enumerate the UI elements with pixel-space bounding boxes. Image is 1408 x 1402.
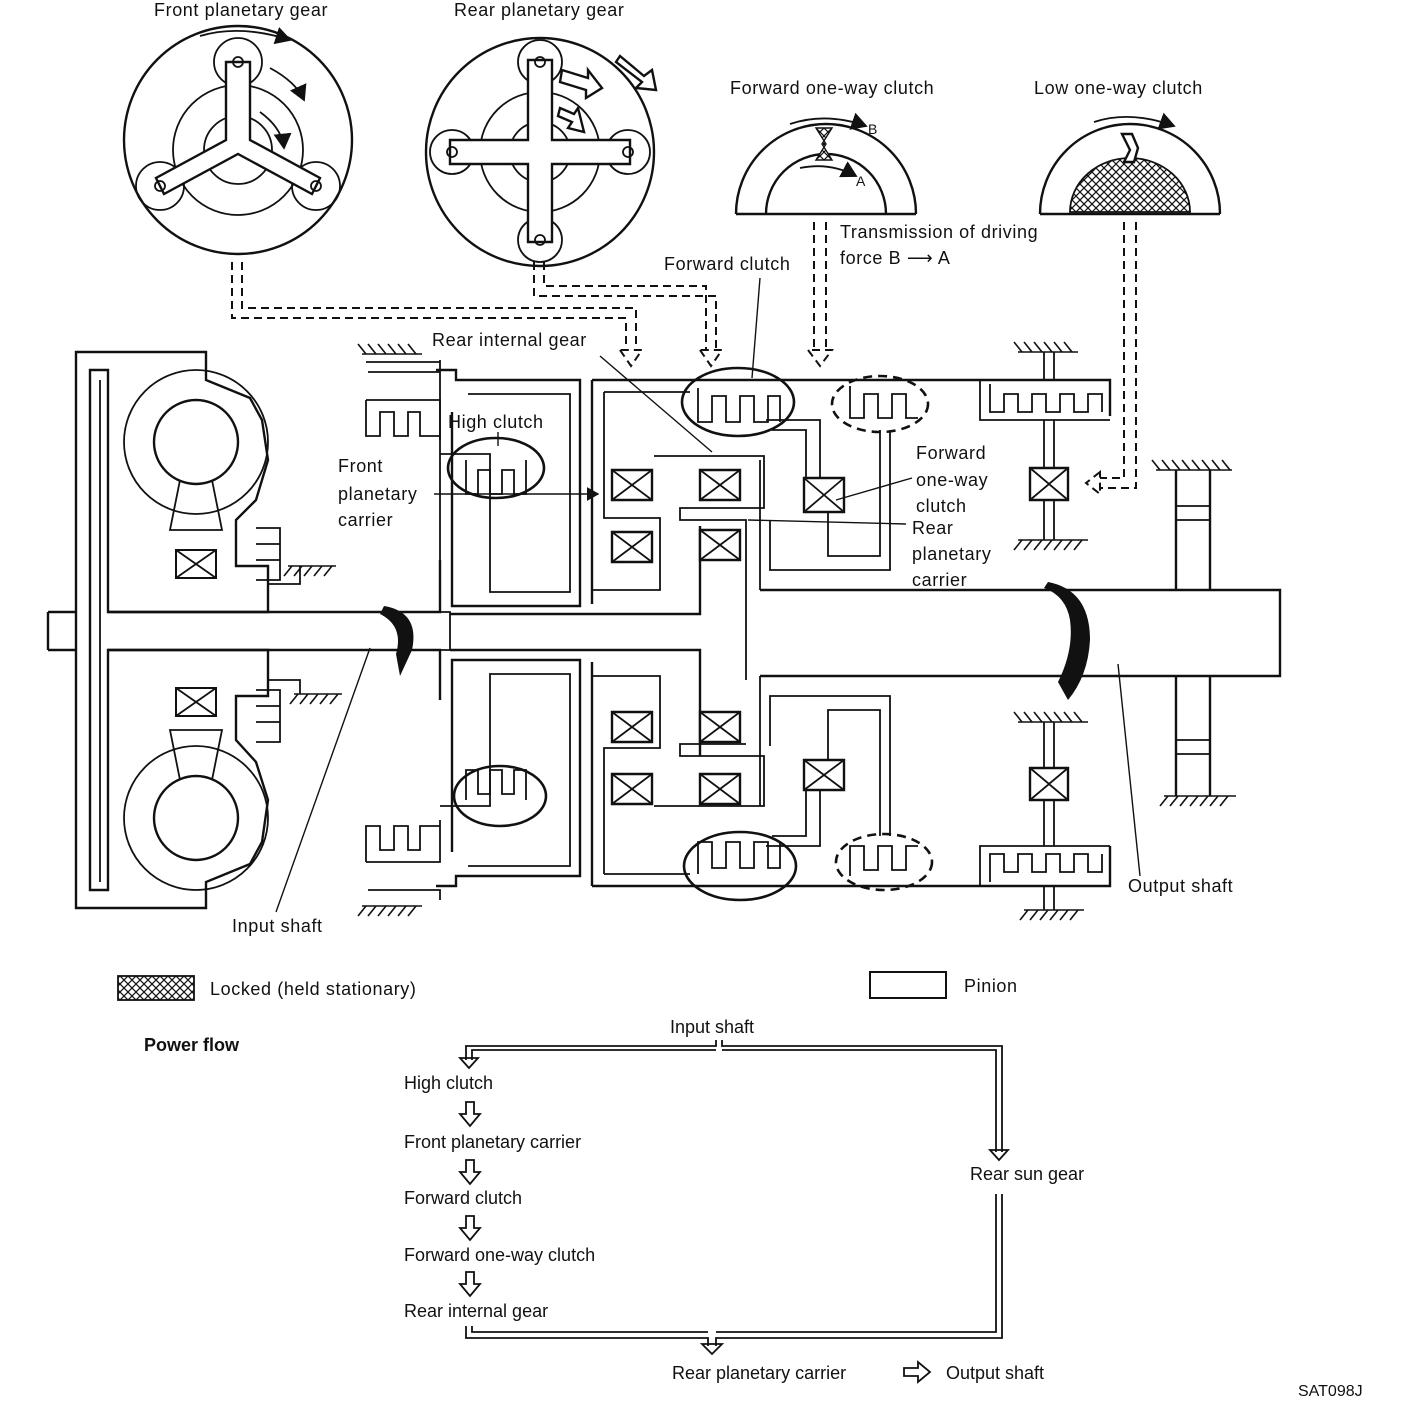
label-forward-owc-side-3: clutch xyxy=(916,496,967,516)
label-forward-clutch: Forward clutch xyxy=(664,254,790,274)
legend-pinion-label: Pinion xyxy=(964,976,1018,996)
locked-swatch xyxy=(117,975,195,1001)
power-flow-input: Input shaft xyxy=(670,1017,754,1037)
flow-arrow-icon xyxy=(458,1159,482,1186)
low-one-way-clutch-detail-icon xyxy=(1038,112,1222,216)
gear-train-lower xyxy=(365,658,1112,910)
rear-planetary-gear-icon xyxy=(424,36,658,268)
forward-one-way-clutch-detail-icon xyxy=(734,112,918,216)
label-front-planetary-carrier-1: Front xyxy=(338,456,383,476)
flow-arrow-icon xyxy=(458,1215,482,1242)
label-front-planetary-carrier-2: planetary xyxy=(338,484,417,504)
label-rear-internal-gear: Rear internal gear xyxy=(432,330,587,350)
label-point-b: B xyxy=(868,121,878,137)
diagram-labels: Front planetary gear Rear planetary gear… xyxy=(154,0,1233,936)
label-rear-planetary-carrier-1: Rear xyxy=(912,518,953,538)
power-flow-title: Power flow xyxy=(144,1035,240,1055)
power-flow-step-1: High clutch xyxy=(404,1073,493,1093)
power-flow-step-5: Rear internal gear xyxy=(404,1301,548,1321)
main-shafts xyxy=(46,470,1282,796)
power-flow-step-4: Forward one-way clutch xyxy=(404,1245,595,1265)
label-low-one-way-clutch: Low one-way clutch xyxy=(1034,78,1203,98)
power-flow-right-step: Rear sun gear xyxy=(970,1164,1084,1184)
figure-code: SAT098J xyxy=(1298,1383,1363,1400)
label-rear-planetary-gear: Rear planetary gear xyxy=(454,0,625,20)
legend: Locked (held stationary) Pinion xyxy=(117,971,1018,1001)
label-input-shaft: Input shaft xyxy=(232,916,323,936)
label-rear-planetary-carrier-3: carrier xyxy=(912,570,967,590)
label-rear-planetary-carrier-2: planetary xyxy=(912,544,991,564)
legend-locked-label: Locked (held stationary) xyxy=(210,979,417,999)
gear-train-upper xyxy=(365,352,1112,680)
torque-converter xyxy=(74,350,301,910)
clutch-packs xyxy=(465,386,918,876)
label-leaders xyxy=(275,277,1141,913)
label-transmission-line1: Transmission of driving xyxy=(840,222,1038,242)
label-point-a: A xyxy=(856,173,866,189)
rotation-arrows xyxy=(380,582,1090,700)
clutch-highlights xyxy=(446,366,934,902)
power-flow-step-3: Forward clutch xyxy=(404,1188,522,1208)
ground-symbols xyxy=(283,341,1236,921)
flow-arrow-icon xyxy=(458,1271,482,1298)
power-flow: Power flow Input shaft High clutch Front… xyxy=(144,1017,1084,1384)
label-forward-owc-side-2: one-way xyxy=(916,470,988,490)
label-output-shaft: Output shaft xyxy=(1128,876,1233,896)
power-flow-result: Rear planetary carrier xyxy=(672,1363,846,1383)
label-front-planetary-gear: Front planetary gear xyxy=(154,0,328,20)
dashed-flow-arrows xyxy=(231,222,1137,497)
power-flow-step-2: Front planetary carrier xyxy=(404,1132,581,1152)
power-flow-output: Output shaft xyxy=(946,1363,1044,1383)
label-high-clutch: High clutch xyxy=(448,412,544,432)
label-forward-owc-side-1: Forward xyxy=(916,443,986,463)
label-transmission-line2: force B ⟶ A xyxy=(840,248,950,268)
front-planetary-gear-icon xyxy=(122,24,354,256)
flow-arrow-icon xyxy=(458,1101,482,1128)
output-arrow-icon xyxy=(903,1360,932,1384)
pinion-swatch xyxy=(869,971,947,999)
label-forward-one-way-clutch-top: Forward one-way clutch xyxy=(730,78,934,98)
label-front-planetary-carrier-3: carrier xyxy=(338,510,393,530)
